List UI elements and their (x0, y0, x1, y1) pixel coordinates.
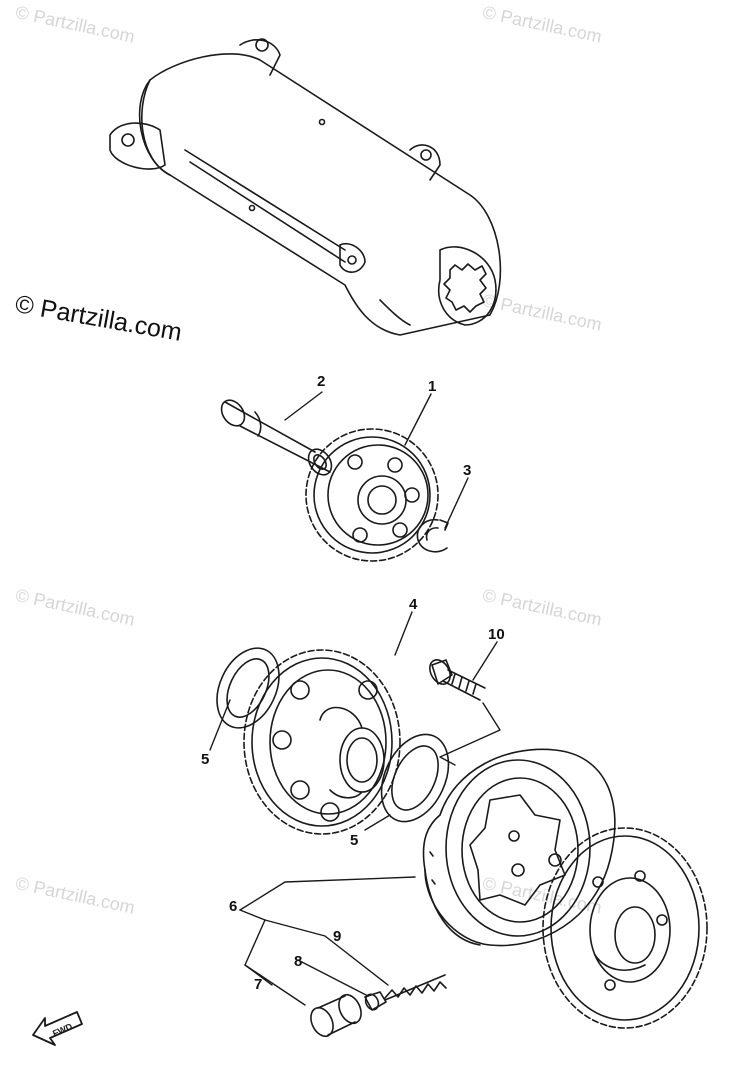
callout-9: 9 (333, 928, 342, 945)
leader-lines (209, 391, 501, 1006)
part-2-shaft (220, 399, 333, 476)
callout-4: 4 (409, 596, 418, 613)
callout-7: 7 (254, 976, 263, 993)
fwd-arrow-icon (32, 1011, 83, 1046)
callout-8: 8 (294, 953, 303, 970)
part-10-bolt (429, 659, 486, 701)
part-5-washer-left (216, 647, 280, 729)
callout-5: 5 (350, 832, 359, 849)
callout-3: 3 (463, 462, 472, 479)
part-9-spring (384, 974, 447, 1001)
starter-clutch (422, 748, 616, 947)
callout-5: 5 (201, 751, 210, 768)
part-1-gear (305, 428, 439, 562)
part-5-washer-right (380, 733, 450, 823)
callout-1: 1 (428, 378, 437, 395)
fwd-label: FWD (51, 1021, 74, 1039)
callout-10: 10 (488, 626, 505, 643)
part-8-plunger (364, 991, 387, 1011)
part-4-gear (243, 649, 401, 835)
part-7-roller (310, 993, 362, 1038)
part-3-circlip (416, 518, 449, 553)
callout-2: 2 (317, 373, 326, 390)
callout-6: 6 (229, 898, 238, 915)
ring-gear (542, 827, 708, 1029)
starter-motor (109, 38, 502, 336)
